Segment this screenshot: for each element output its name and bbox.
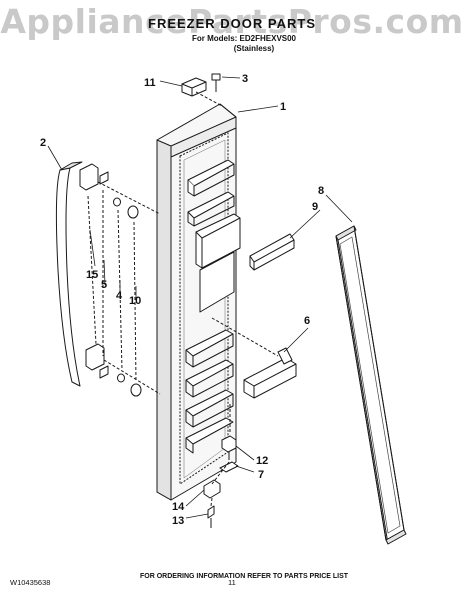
callout-5: 5	[101, 279, 107, 291]
callout-15: 15	[86, 269, 98, 281]
bottom-hinge-hardware	[203, 435, 239, 528]
dispenser-housing	[195, 213, 241, 313]
upper-door-shelves	[187, 159, 235, 227]
document-number: W10435638	[10, 578, 51, 587]
hinge-cover	[181, 77, 207, 97]
page-title: FREEZER DOOR PARTS	[148, 16, 316, 31]
callout-11: 11	[144, 77, 156, 89]
ordering-note: FOR ORDERING INFORMATION REFER TO PARTS …	[140, 573, 349, 580]
dispenser-trim	[249, 233, 295, 271]
lower-door-shelves	[185, 329, 234, 454]
handle-brackets	[79, 163, 109, 379]
callout-12: 12	[256, 455, 268, 467]
door-handle	[55, 161, 83, 387]
callout-7: 7	[258, 469, 264, 481]
leader-lines	[47, 76, 353, 519]
callout-8: 8	[318, 185, 324, 197]
callout-6: 6	[304, 315, 310, 327]
callout-3: 3	[242, 73, 248, 85]
callout-1: 1	[280, 101, 286, 113]
callout-13: 13	[172, 515, 184, 527]
top-screw	[211, 73, 221, 92]
callout-14: 14	[172, 501, 185, 513]
page-number: 11	[228, 578, 236, 587]
callout-4: 4	[116, 290, 123, 302]
door-bin	[243, 347, 297, 399]
door-gasket	[335, 225, 407, 545]
models-line: For Models: ED2FHEXVS00	[191, 34, 297, 43]
callout-9: 9	[312, 201, 318, 213]
callout-10: 10	[129, 295, 141, 307]
callout-2: 2	[40, 137, 46, 149]
handle-washers	[113, 197, 142, 397]
watermark: AppliancePartsPros.com	[0, 2, 464, 41]
finish-line: (Stainless)	[233, 44, 275, 53]
